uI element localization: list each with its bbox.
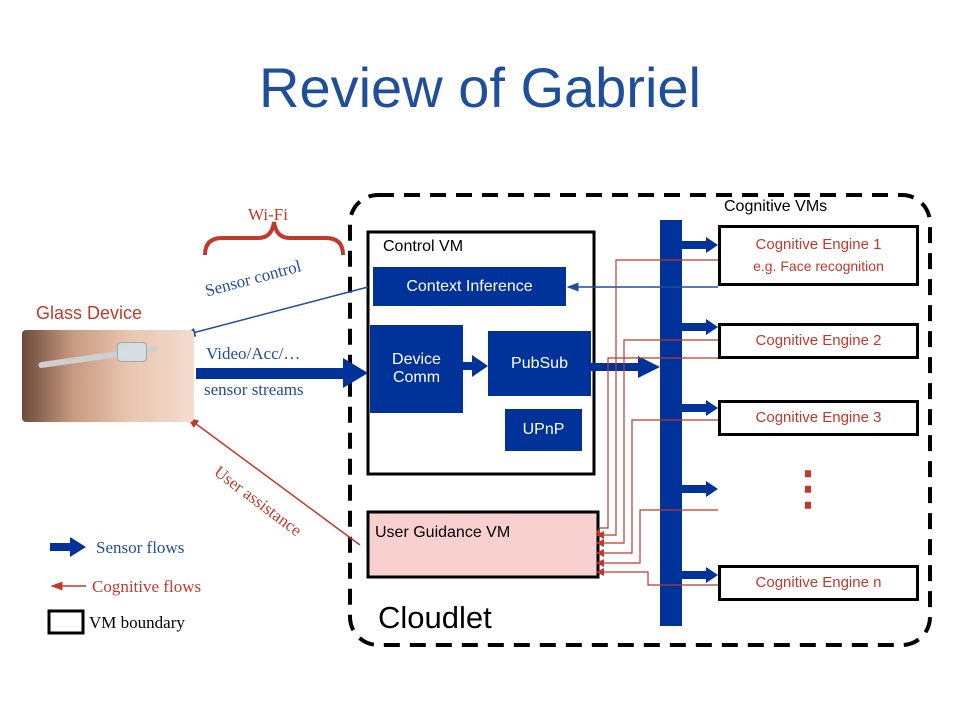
legend-sensor-flows-label: Sensor flows: [96, 538, 185, 557]
sensor-stream-arrow: [196, 368, 346, 379]
page-title: Review of Gabriel: [259, 56, 701, 119]
cloudlet-boundary: [348, 193, 932, 647]
cognitive-vms-label: Cognitive VMs: [724, 198, 828, 215]
legend-cognitive-flows-label: Cognitive flows: [92, 577, 202, 596]
sensor-streams-label: sensor streams: [204, 380, 304, 399]
upnp-box: UPnP: [505, 409, 582, 451]
user-guidance-vm-box: [366, 510, 600, 579]
legend-vm-boundary-icon: [47, 609, 85, 635]
legend-vm-boundary-label: VM boundary: [89, 613, 185, 632]
cognitive-engine-1-title: Cognitive Engine 1: [755, 236, 882, 253]
cognitive-engine-1-subtitle: e.g. Face recognition: [753, 258, 884, 274]
device-comm-box: Device Comm: [370, 325, 463, 413]
bus-arrows: [682, 237, 718, 583]
video-label: Video/Acc/…: [206, 344, 301, 363]
glass-device-image: [22, 330, 194, 422]
user-assistance-arrow: [186, 417, 361, 546]
sensor-bus: [660, 220, 682, 626]
engine-ellipsis: ⋮: [785, 462, 831, 514]
cognitive-flow-lines: [600, 259, 718, 586]
glass-device-label: Glass Device: [36, 303, 143, 323]
cognitive-engine-2: Cognitive Engine 2: [718, 323, 919, 359]
user-guidance-vm-label: User Guidance VM: [375, 524, 511, 541]
sensor-control-arrow: [183, 286, 369, 337]
pubsub-box: PubSub: [488, 331, 591, 396]
control-vm-label: Control VM: [383, 238, 464, 255]
wifi-label: Wi-Fi: [248, 205, 288, 224]
legend-sensor-flow-icon: [50, 537, 86, 557]
context-inference-box: Context Inference: [373, 267, 566, 306]
device-comm-line2: Comm: [392, 369, 441, 386]
cognitive-engine-1: Cognitive Engine 1 e.g. Face recognition: [718, 225, 919, 286]
cognitive-engine-3: Cognitive Engine 3: [718, 400, 919, 436]
device-comm-line1: Device: [392, 351, 441, 368]
cloudlet-label: Cloudlet: [378, 600, 492, 635]
cognitive-engine-n: Cognitive Engine n: [718, 565, 919, 601]
wifi-brace: [203, 221, 345, 256]
